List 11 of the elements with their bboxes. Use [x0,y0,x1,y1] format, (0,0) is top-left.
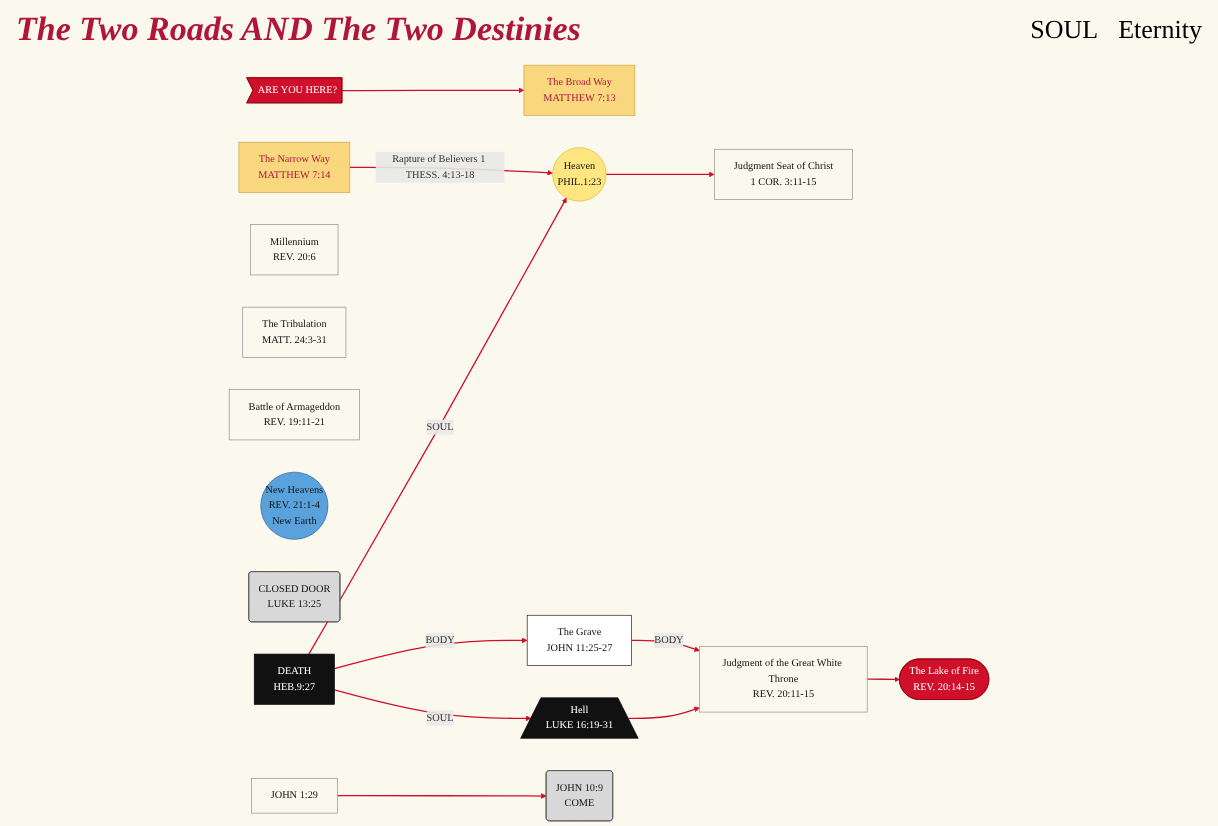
label-text: SOUL [1030,14,1099,44]
arrow [866,676,900,683]
arrow [341,87,525,94]
arrow [336,793,547,799]
arrow [605,171,715,178]
arrow [333,637,528,670]
arrow [627,706,700,719]
arrow [333,689,532,722]
arrow [308,197,567,655]
label-text: Eternity [1118,14,1202,44]
title: The Two Roads AND The Two Destinies [16,10,581,50]
